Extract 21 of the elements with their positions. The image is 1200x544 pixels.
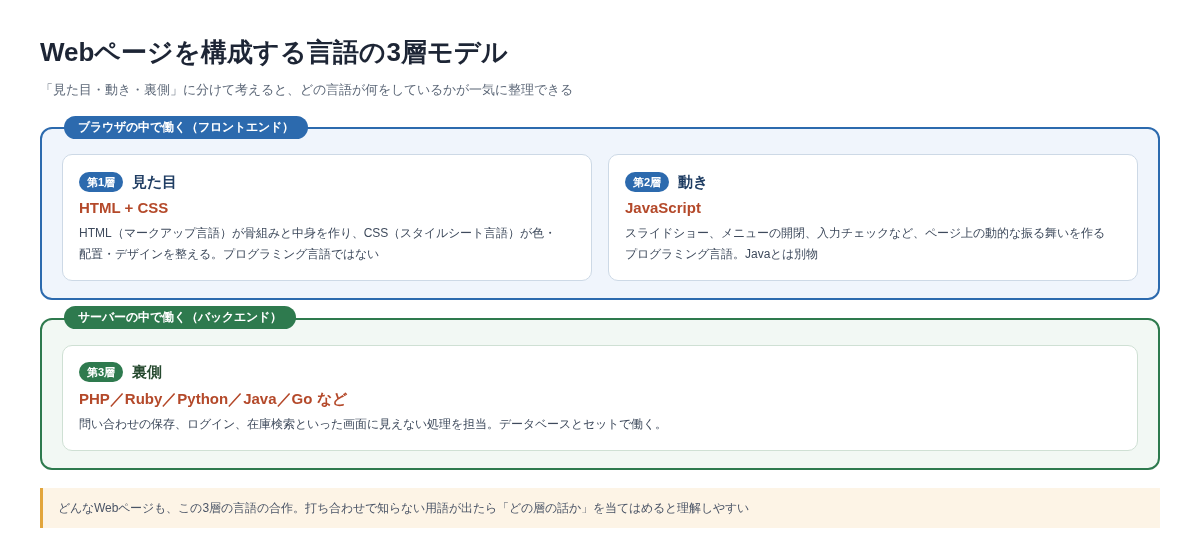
note-callout <box>40 488 1160 528</box>
layer-heading: 動き <box>678 172 708 192</box>
layer-heading: 見た目 <box>132 172 177 192</box>
layer-card <box>62 154 592 281</box>
layer-card <box>62 345 1138 451</box>
subtitle-text: 「見た目・動き・裏側」に分けて考えると、どの言語が何をしているかが一気に整理できる <box>40 81 573 99</box>
diagram-title: Webページを構成する言語の3層モデル <box>40 36 508 68</box>
description-text: 問い合わせの保存、ログイン、在庫検索といった画面に見えない処理を担当。データベースとセットで働く。 <box>79 416 668 433</box>
section-heading: ブラウザの中で働く（フロントエンド） <box>64 116 308 139</box>
section-heading: サーバーの中で働く（バックエンド） <box>64 306 296 329</box>
layer-card <box>608 154 1138 281</box>
layer-badge: 第2層 <box>625 172 670 192</box>
description-text: HTML（マークアップ言語）が骨組みと中身を作り、CSS（スタイルシート言語）が色・配置・デザインを整える。プログラミング言語ではない <box>79 225 558 263</box>
description-text: スライドショー、メニューの開閉、入力チェックなど、ページ上の動的な振る舞いを作るプログラミング言語。Javaとは別物 <box>625 225 1106 263</box>
layer-heading: 裏側 <box>132 362 162 382</box>
language-name: HTML + CSS <box>79 198 169 218</box>
language-name: PHP／Ruby／Python／Java／Go など <box>79 389 347 409</box>
language-name: JavaScript <box>625 198 701 218</box>
layer-badge: 第1層 <box>79 172 124 192</box>
note-text: どんなWebページも、この3層の言語の合作。打ち合わせで知らない用語が出たら「どの層の話か」を当てはめると理解しやすい <box>58 500 750 517</box>
layer-badge: 第3層 <box>79 362 124 382</box>
